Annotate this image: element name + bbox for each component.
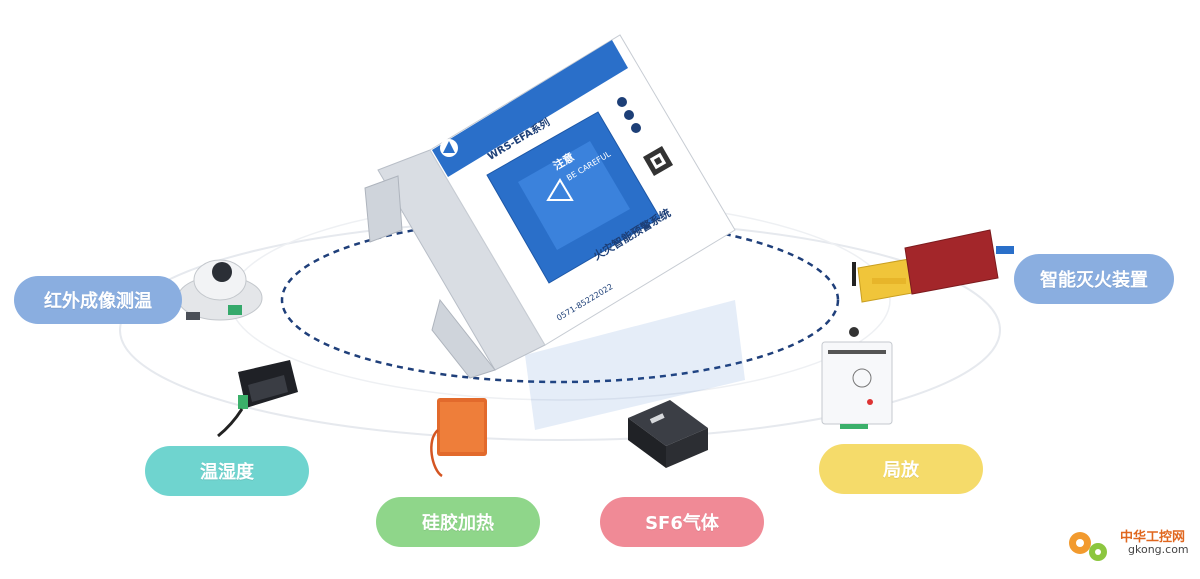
thermal-camera bbox=[177, 259, 263, 321]
label-sf6-gas-text: SF6气体 bbox=[645, 513, 719, 534]
label-fire-extinguisher: 智能灭火装置 bbox=[1014, 254, 1174, 304]
label-silicone-heating-text: 硅胶加热 bbox=[422, 513, 494, 534]
dashed-orbit bbox=[280, 216, 840, 384]
label-fire-extinguisher-text: 智能灭火装置 bbox=[1040, 270, 1148, 291]
fire-extinguisher-device bbox=[852, 229, 1014, 303]
watermark-name: 中华工控网 bbox=[1120, 530, 1186, 545]
watermark-url: gkong.com bbox=[1128, 543, 1189, 556]
device-reflection bbox=[525, 300, 745, 430]
warning-icon bbox=[546, 178, 574, 201]
device-button-1 bbox=[617, 97, 627, 107]
label-thermal-imaging-text: 红外成像测温 bbox=[44, 291, 152, 312]
label-temp-humidity: 温湿度 bbox=[145, 446, 309, 496]
label-silicone-heating: 硅胶加热 bbox=[376, 497, 540, 547]
device-button-2 bbox=[624, 110, 634, 120]
silicone-heater bbox=[430, 398, 487, 478]
label-temp-humidity-text: 温湿度 bbox=[200, 462, 254, 483]
sf6-sensor bbox=[628, 400, 708, 468]
device-button-3 bbox=[631, 123, 641, 133]
label-sf6-gas: SF6气体 bbox=[600, 497, 764, 547]
label-partial-discharge: 局放 bbox=[819, 444, 983, 494]
temp-humidity-sensor bbox=[217, 360, 298, 438]
central-device bbox=[364, 34, 736, 379]
label-partial-discharge-text: 局放 bbox=[883, 460, 919, 481]
label-thermal-imaging: 红外成像测温 bbox=[14, 276, 182, 324]
gear-icon bbox=[1069, 532, 1107, 561]
partial-discharge-sensor bbox=[821, 327, 893, 429]
